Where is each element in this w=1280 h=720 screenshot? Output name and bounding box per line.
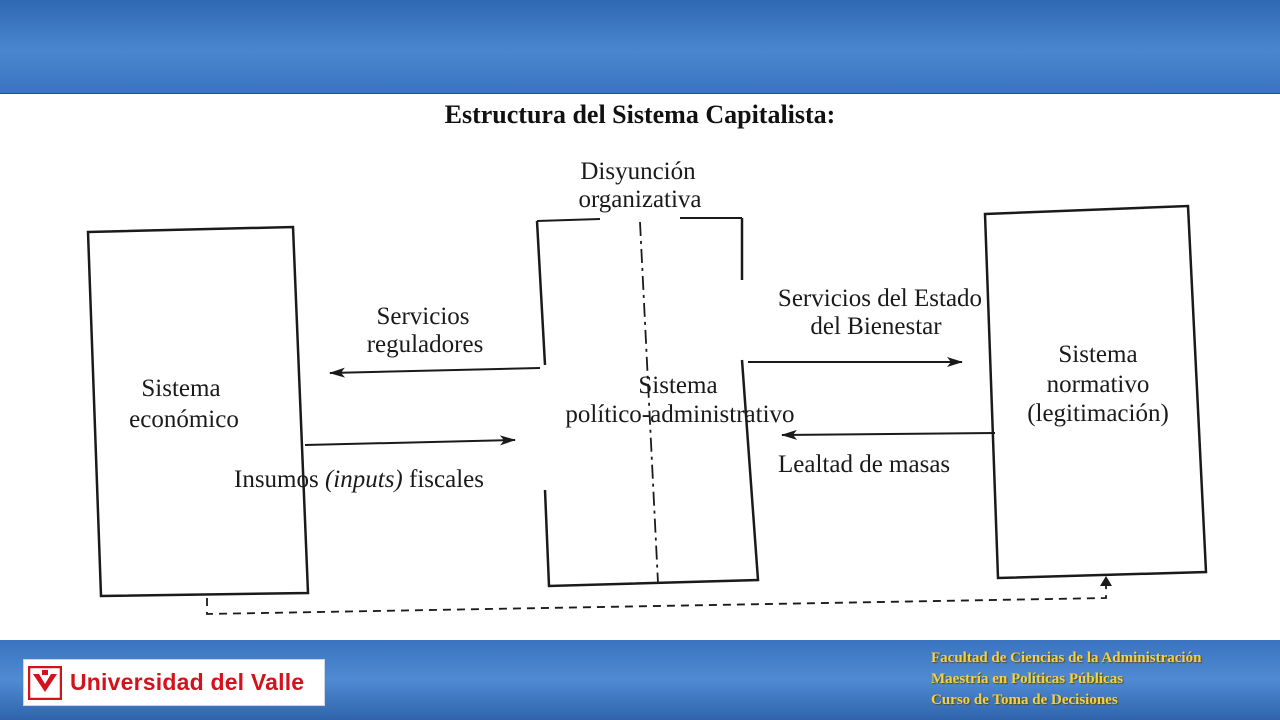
fiscal-inputs-label: Insumos (inputs) fiscales [234,466,484,493]
regulatory-services-arrow [329,367,541,378]
organizational-disjunction-line [639,221,659,584]
welfare-services-label-line2: del Bienestar [810,313,942,340]
header-bar [0,0,1280,94]
economic-system-label-line1: Sistema [141,375,220,402]
economic-system-label-line2: económico [129,406,239,433]
welfare-services-label-line1: Servicios del Estado [778,285,982,312]
normative-system-label-line3: (legitimación) [1027,400,1169,427]
political-system-box-top-left [536,218,601,222]
fiscal-inputs-label-italic: (inputs) [325,466,403,493]
university-name: Universidad del Valle [70,669,305,695]
university-logo: Universidad del Valle [23,659,325,706]
regulatory-services-label-line1: Servicios [376,303,469,330]
footer-course: Curso de Toma de Decisiones [931,692,1118,708]
political-system-box [535,218,760,588]
disjunction-label-line1: Disyunción [580,158,696,185]
normative-system-label-line2: normativo [1047,371,1150,398]
economic-system-box [86,225,310,598]
capitalism-structure-diagram: Sistema económico Disyunción organizativ… [86,158,1208,615]
normative-system-box [983,204,1208,580]
feedback-dashed-line [206,580,1107,615]
university-emblem-icon [27,665,63,700]
regulatory-services-label-line2: reguladores [367,331,484,358]
mass-loyalty-label: Lealtad de masas [778,451,950,478]
disjunction-label-line2: organizativa [578,186,701,213]
fiscal-inputs-arrow [304,435,516,446]
mass-loyalty-arrow [781,429,996,440]
normative-system-label-line1: Sistema [1058,341,1137,368]
footer-program: Maestría en Políticas Públicas [931,671,1124,687]
footer-course-info: Facultad de Ciencias de la Administració… [931,648,1201,711]
slide-title: Estructura del Sistema Capitalista: [444,100,836,129]
political-system-label-line1: Sistema [638,372,717,399]
feedback-arrowhead [1100,576,1112,586]
fiscal-inputs-label-part2: fiscales [403,466,484,493]
political-system-label-line2: político-administrativo [565,401,794,428]
fiscal-inputs-label-part1: Insumos [234,466,325,493]
footer-faculty: Facultad de Ciencias de la Administració… [931,650,1202,666]
